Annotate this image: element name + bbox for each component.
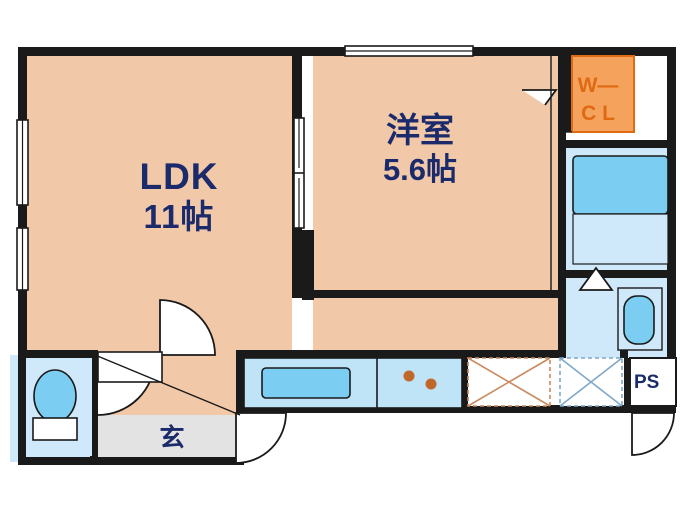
room-label-washitsu: 洋室 5.6帖 (355, 112, 485, 188)
room-label-ldk-name: LDK (139, 156, 219, 197)
ldk-floor (26, 55, 292, 415)
bathroom-fixture (572, 155, 669, 265)
room-label-ps: PS (634, 372, 660, 393)
ps-box (629, 357, 677, 407)
room-label-ldk: LDK 11帖 (104, 156, 254, 236)
storage-hatch (467, 357, 623, 407)
partition-lines (94, 56, 572, 416)
wcl-closet (571, 55, 635, 133)
windows (16, 45, 474, 291)
washitsu-floor (313, 55, 551, 255)
washbasin-fixture (617, 287, 663, 351)
room-label-wcl-line1: W— (577, 74, 619, 97)
doors (97, 89, 675, 464)
room-label-ldk-size: 11帖 (143, 198, 215, 236)
toilet-fixture (26, 358, 92, 456)
room-label-wcl-line2: C L (581, 102, 615, 126)
room-label-washitsu-name: 洋室 (386, 112, 454, 150)
kitchen-counter (243, 357, 463, 409)
room-label-washitsu-size: 5.6帖 (382, 152, 458, 188)
shoe-box (97, 351, 163, 383)
room-label-genkan: 玄 (159, 424, 185, 452)
room-label-wcl: W— C L (570, 72, 626, 129)
